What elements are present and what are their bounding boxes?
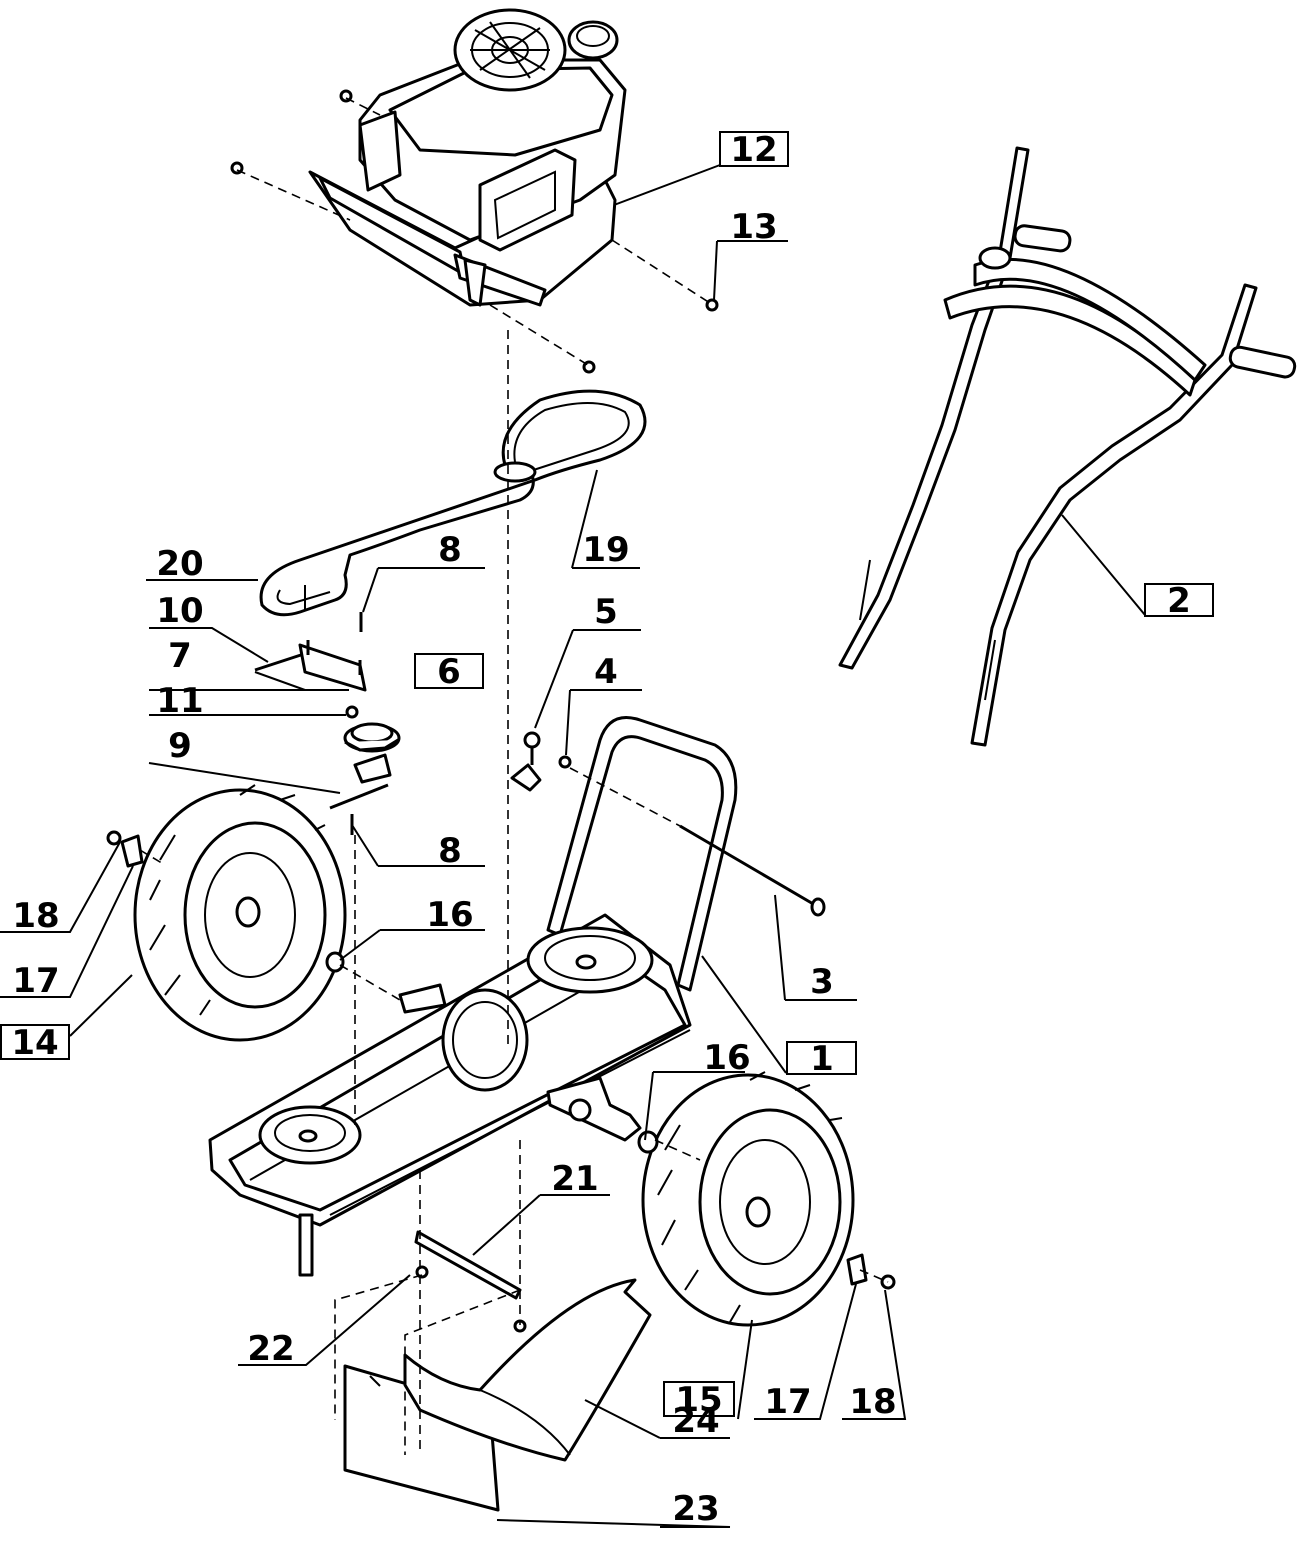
svg-text:7: 7 bbox=[168, 636, 192, 676]
lower-parts bbox=[343, 1230, 652, 1512]
engine-assembly bbox=[230, 8, 719, 374]
callout-4: 4 bbox=[594, 652, 618, 692]
chassis-frame bbox=[208, 716, 738, 1277]
callout-11: 11 bbox=[156, 681, 203, 721]
svg-text:2: 2 bbox=[1167, 581, 1191, 621]
svg-text:9: 9 bbox=[168, 726, 192, 766]
svg-text:17: 17 bbox=[12, 961, 59, 1001]
svg-text:5: 5 bbox=[594, 592, 618, 632]
svg-text:21: 21 bbox=[551, 1159, 598, 1199]
drive-belt bbox=[259, 389, 647, 617]
svg-text:20: 20 bbox=[156, 544, 203, 584]
callout-18-left: 18 bbox=[12, 896, 59, 936]
svg-text:8: 8 bbox=[438, 831, 462, 871]
svg-text:24: 24 bbox=[672, 1401, 719, 1441]
callout-17-right: 17 bbox=[764, 1382, 811, 1422]
callout-24: 24 bbox=[672, 1401, 719, 1441]
callout-6: 6 bbox=[414, 652, 484, 692]
svg-text:4: 4 bbox=[594, 652, 618, 692]
callout-labels: 1 2 3 4 5 6 7 8 8 9 10 bbox=[0, 130, 1214, 1529]
svg-text:15: 15 bbox=[675, 1380, 722, 1420]
callout-23: 23 bbox=[672, 1489, 719, 1529]
tensioner-parts bbox=[254, 612, 572, 835]
svg-text:23: 23 bbox=[672, 1489, 719, 1529]
svg-text:18: 18 bbox=[849, 1382, 896, 1422]
callout-13: 13 bbox=[730, 207, 777, 247]
svg-text:3: 3 bbox=[810, 962, 834, 1002]
svg-text:1: 1 bbox=[810, 1039, 834, 1079]
callout-14: 14 bbox=[0, 1023, 70, 1063]
callout-5: 5 bbox=[594, 592, 618, 632]
callout-17-left: 17 bbox=[12, 961, 59, 1001]
callout-20: 20 bbox=[156, 544, 203, 584]
svg-text:11: 11 bbox=[156, 681, 203, 721]
callout-21: 21 bbox=[551, 1159, 598, 1199]
callout-1: 1 bbox=[786, 1039, 857, 1079]
handlebar bbox=[838, 146, 1297, 747]
callout-22: 22 bbox=[247, 1329, 294, 1369]
axle-rod bbox=[679, 824, 826, 917]
svg-text:17: 17 bbox=[764, 1382, 811, 1422]
callout-18-right: 18 bbox=[849, 1382, 896, 1422]
svg-text:22: 22 bbox=[247, 1329, 294, 1369]
callout-19: 19 bbox=[582, 530, 629, 570]
callout-15: 15 bbox=[663, 1380, 735, 1420]
svg-text:8: 8 bbox=[438, 530, 462, 570]
svg-text:13: 13 bbox=[730, 207, 777, 247]
svg-text:10: 10 bbox=[156, 591, 203, 631]
svg-text:14: 14 bbox=[11, 1023, 58, 1063]
callout-7: 7 bbox=[168, 636, 192, 676]
callout-16-right: 16 bbox=[703, 1038, 750, 1078]
callout-3: 3 bbox=[810, 962, 834, 1002]
right-wheel bbox=[637, 1071, 896, 1327]
svg-text:12: 12 bbox=[730, 130, 777, 170]
callout-8-lower: 8 bbox=[438, 831, 462, 871]
callout-8-upper: 8 bbox=[438, 530, 462, 570]
callout-2: 2 bbox=[1144, 581, 1214, 621]
callout-12: 12 bbox=[719, 130, 789, 170]
callout-9: 9 bbox=[168, 726, 192, 766]
left-wheel bbox=[106, 784, 347, 1042]
svg-text:16: 16 bbox=[426, 895, 473, 935]
svg-text:19: 19 bbox=[582, 530, 629, 570]
svg-text:6: 6 bbox=[437, 652, 461, 692]
callout-10: 10 bbox=[156, 591, 203, 631]
svg-text:18: 18 bbox=[12, 896, 59, 936]
callout-16-left: 16 bbox=[426, 895, 473, 935]
assembly-lines bbox=[139, 97, 889, 1455]
leader-lines bbox=[0, 164, 1213, 1528]
svg-text:16: 16 bbox=[703, 1038, 750, 1078]
